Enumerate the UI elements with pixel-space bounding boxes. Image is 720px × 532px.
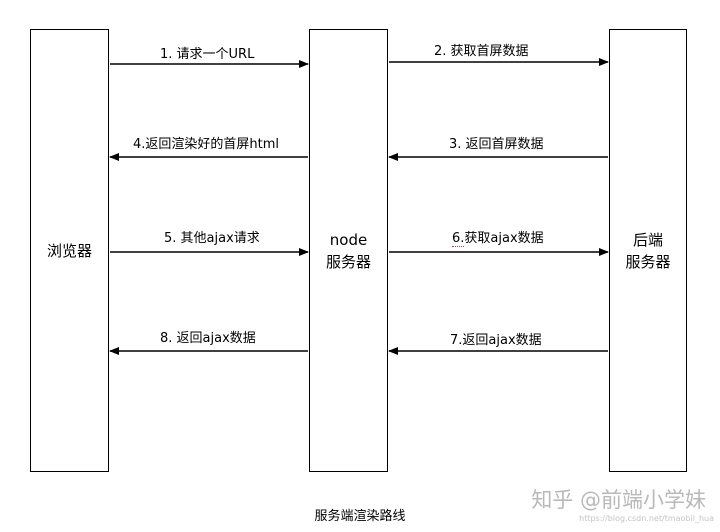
arrow-1-label: 1. 请求一个URL xyxy=(160,47,255,62)
node-server-box: node 服务器 xyxy=(309,29,388,472)
backend-label-line1: 后端 xyxy=(632,230,663,249)
arrow-5-label: 5. 其他ajax请求 xyxy=(164,231,260,246)
arrow-3-label: 3. 返回首屏数据 xyxy=(449,137,544,152)
arrow-6-label: 6.获取ajax数据 xyxy=(452,227,544,247)
browser-label: 浏览器 xyxy=(46,241,92,260)
arrow-6-text: 获取ajax数据 xyxy=(464,231,544,246)
watermark-url: https://blog.csdn.net/tmaobil_hua xyxy=(579,514,714,523)
arrow-7-label: 7.返回ajax数据 xyxy=(450,333,542,348)
node-label-line2: 服务器 xyxy=(325,252,371,271)
browser-box: 浏览器 xyxy=(30,29,109,472)
watermark-text: 知乎 @前端小学妹 xyxy=(531,488,706,512)
backend-server-box: 后端 服务器 xyxy=(609,29,687,472)
arrow-2-label: 2. 获取首屏数据 xyxy=(434,44,529,59)
backend-label-line2: 服务器 xyxy=(625,252,671,271)
arrow-8-label: 8. 返回ajax数据 xyxy=(160,331,256,346)
diagram-caption: 服务端渲染路线 xyxy=(314,509,406,524)
arrow-4-label: 4.返回渲染好的首屏html xyxy=(133,137,280,152)
node-label-line1: node xyxy=(329,230,368,249)
arrow-6-number: 6. xyxy=(452,231,465,247)
